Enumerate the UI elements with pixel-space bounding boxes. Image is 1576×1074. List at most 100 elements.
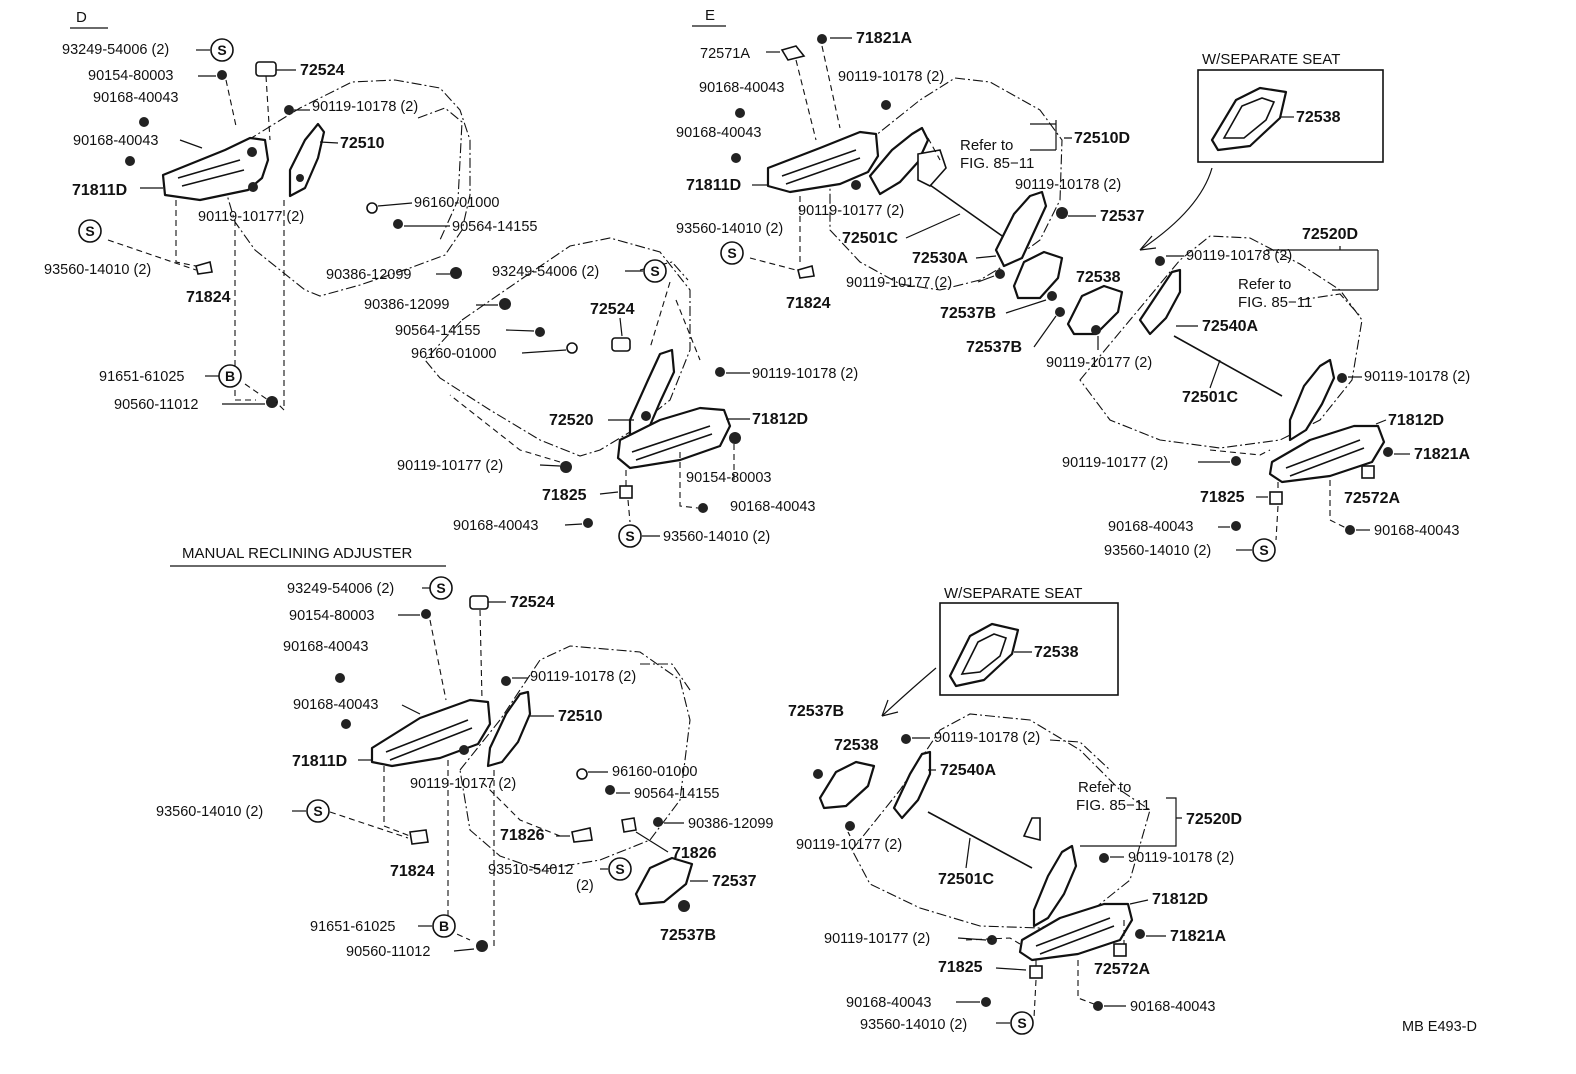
label-72520d: 72520D — [1302, 226, 1358, 243]
nut-90386 — [450, 267, 462, 279]
symbol-s — [78, 219, 102, 243]
label-72530a: 72530A — [912, 250, 968, 267]
footer-code: MB E493-D — [1402, 1019, 1477, 1035]
bolt-90119a — [881, 100, 891, 110]
label-72510: 72510 — [340, 135, 385, 152]
bolt-90119a — [715, 367, 725, 377]
label-93560: 93560-14010 (2) — [860, 1017, 967, 1033]
nut-90564 — [393, 219, 403, 229]
label-90119a: 90119-10178 (2) — [1186, 248, 1292, 264]
bolt-71821a — [1383, 447, 1393, 457]
label-93560: 93560-14010 (2) — [1104, 543, 1211, 559]
label-71811d: 71811D — [72, 182, 127, 199]
clip-72572a — [1361, 465, 1375, 479]
nut-90564 — [535, 327, 545, 337]
recliner-base-71811d — [370, 698, 492, 768]
label-90119b: 90119-10177 (2) — [198, 209, 304, 225]
label-93249: 93249-54006 (2) — [492, 264, 599, 280]
clip-72571a — [780, 45, 806, 61]
nut-90564 — [605, 785, 615, 795]
recliner-arm-72520d — [1288, 358, 1336, 442]
label-90119b: 90119-10177 (2) — [397, 458, 503, 474]
label-72538: 72538 — [1076, 269, 1121, 286]
inset-1-part: 72538 — [1296, 109, 1341, 126]
svg-text:S: S — [615, 861, 624, 877]
clip-71826b — [621, 817, 637, 833]
svg-text:B: B — [439, 918, 449, 934]
label-90168b: 90168-40043 — [676, 125, 761, 141]
label-96160: 96160-01000 — [414, 195, 499, 211]
label-90119d: 90119-10177 (2) — [1062, 455, 1168, 471]
symbol-s — [720, 241, 744, 265]
bolt-72537b2 — [1055, 307, 1065, 317]
label-91651: 91651-61025 — [310, 919, 395, 935]
cover-72524 — [469, 595, 489, 610]
svg-text:S: S — [1259, 542, 1268, 558]
label-71821a: 71821A — [856, 30, 912, 47]
label-90154: 90154-80003 — [88, 68, 173, 84]
label-90564: 90564-14155 — [452, 219, 537, 235]
section-d-heading: D — [76, 9, 87, 26]
label-90119c: 90119-10178 (2) — [1364, 369, 1470, 385]
refer-line1: Refer to — [960, 137, 1013, 154]
label-93249: 93249-54006 (2) — [62, 42, 169, 58]
section-d: D 93249-54006 (2) — [44, 9, 537, 413]
label-72501c: 72501C — [1182, 389, 1238, 406]
label-72538: 72538 — [834, 737, 879, 754]
label-72524: 72524 — [510, 594, 555, 611]
label-90560: 90560-11012 — [346, 944, 430, 960]
recliner-base-71812d — [1268, 424, 1386, 484]
bolt-90168b — [583, 518, 593, 528]
clip-71824 — [797, 264, 815, 279]
section-e: E 72571A 71821A — [676, 7, 1145, 356]
refer-line1: Refer to — [1238, 276, 1291, 293]
label-72537b1: 72537B — [940, 305, 996, 322]
clip-71824 — [409, 829, 429, 845]
symbol-s — [1010, 1011, 1034, 1035]
label-90168b: 90168-40043 — [1130, 999, 1215, 1015]
bolt-90119b — [1091, 325, 1101, 335]
clip-72572a — [1113, 943, 1127, 957]
label-71812d: 71812D — [752, 411, 808, 428]
symbol-s — [1252, 538, 1276, 562]
bolt-90119a — [1155, 256, 1165, 266]
symbol-s — [306, 799, 330, 823]
label-93249: 93249-54006 (2) — [287, 581, 394, 597]
label-90119b: 90119-10177 (2) — [1046, 355, 1152, 371]
bolt-90119a — [501, 676, 511, 686]
label-93560: 93560-14010 (2) — [663, 529, 770, 545]
label-90168a: 90168-40043 — [846, 995, 931, 1011]
label-72537b2: 72537B — [966, 339, 1022, 356]
label-72501c: 72501C — [938, 871, 994, 888]
label-90119b: 90119-10177 (2) — [796, 837, 902, 853]
cover-72537 — [634, 856, 694, 906]
label-90168a: 90168-40043 — [730, 499, 815, 515]
label-93510: 93510-54012 — [488, 862, 573, 878]
label-90119a: 90119-10178 (2) — [838, 69, 944, 85]
label-90386: 90386-12099 — [364, 297, 449, 313]
label-71821a: 71821A — [1414, 446, 1470, 463]
bolt-90119a — [284, 105, 294, 115]
label-90119c: 90119-10178 (2) — [1128, 850, 1234, 866]
refer-line1: Refer to — [1078, 779, 1131, 796]
bolt-71821a — [1135, 929, 1145, 939]
recliner-arm-72510 — [288, 122, 326, 198]
recliner-base-71812d — [1018, 902, 1134, 962]
label-72537: 72537 — [712, 873, 757, 890]
label-90386: 90386-12099 — [688, 816, 773, 832]
svg-text:S: S — [313, 803, 322, 819]
section-manual-heading: MANUAL RECLINING ADJUSTER — [182, 545, 412, 562]
clip-71824 — [195, 260, 213, 275]
section-e-heading: E — [705, 7, 715, 24]
label-71811d: 71811D — [686, 177, 741, 194]
label-72572a: 72572A — [1094, 961, 1150, 978]
label-90168b: 90168-40043 — [1374, 523, 1459, 539]
label-72540a: 72540A — [940, 762, 996, 779]
label-71824: 71824 — [186, 289, 231, 306]
nut-90560 — [266, 396, 278, 408]
label-90119a: 90119-10178 (2) — [752, 366, 858, 382]
label-96160: 96160-01000 — [411, 346, 496, 362]
recliner-arm-72530a — [994, 190, 1048, 268]
label-72524: 72524 — [590, 301, 635, 318]
label-90119d: 90119-10177 (2) — [824, 931, 930, 947]
